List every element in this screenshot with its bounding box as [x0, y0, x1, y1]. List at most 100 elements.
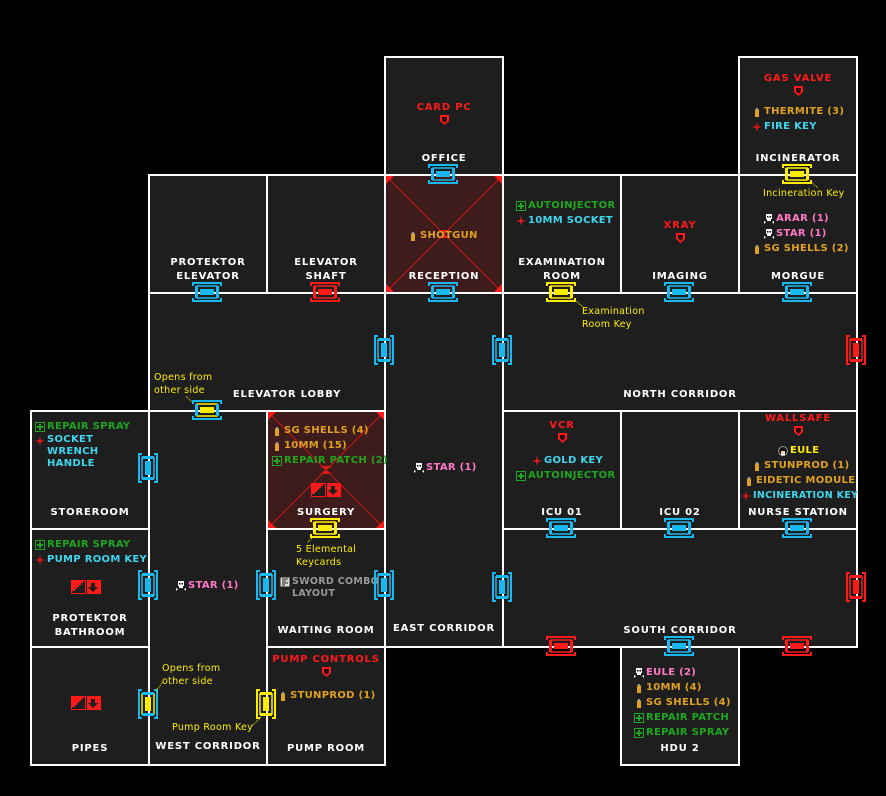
list-item[interactable]: REPAIR SPRAY	[634, 725, 731, 740]
list-item[interactable]: SHOTGUN	[408, 228, 478, 243]
door-morgue-north-corridor[interactable]	[782, 282, 812, 302]
door-south-corridor-bottom-left[interactable]	[546, 636, 576, 656]
health-icon	[35, 421, 45, 432]
door-icon	[492, 335, 512, 365]
room-icu-02[interactable]: ICU 02	[620, 410, 740, 530]
list-item[interactable]: ARAR (1)	[752, 211, 849, 226]
room-north-corridor[interactable]: NORTH CORRIDOR	[502, 292, 858, 412]
poi-gas-valve[interactable]: GAS VALVE	[740, 73, 856, 96]
list-item[interactable]: AUTOINJECTOR	[516, 198, 615, 213]
list-item[interactable]: REPAIR SPRAY	[35, 537, 147, 552]
poi-label: WALLSAFE	[764, 413, 832, 424]
door-east-corridor-south-corridor[interactable]	[492, 572, 512, 602]
door-south-corridor-hdu2[interactable]	[664, 636, 694, 656]
door-bathroom-west-corridor[interactable]	[138, 570, 158, 600]
list-item[interactable]: SG SHELLS (2)	[752, 241, 849, 256]
list-item[interactable]: 10MM (4)	[634, 680, 731, 695]
list-item[interactable]: GOLD KEY	[516, 453, 615, 468]
list-item[interactable]: SG SHELLS (4)	[634, 695, 731, 710]
list-item[interactable]: STAR (1)	[176, 578, 239, 593]
door-icu02-south-corridor[interactable]	[664, 518, 694, 538]
room-reception[interactable]: SHOTGUN RECEPTION	[384, 174, 504, 294]
room-pipes[interactable]: PIPES	[30, 646, 150, 766]
door-south-corridor-bottom-right[interactable]	[782, 636, 812, 656]
room-south-corridor[interactable]: SOUTH CORRIDOR	[502, 528, 858, 648]
door-protektor-elevator-lobby[interactable]	[192, 282, 222, 302]
list-item[interactable]: AUTOINJECTOR	[516, 468, 615, 483]
poi-xray[interactable]: XRAY	[622, 220, 738, 243]
door-reception-east-corridor[interactable]	[428, 282, 458, 302]
key-item-icon	[752, 121, 762, 132]
door-incinerator-morgue[interactable]	[782, 164, 812, 184]
poi-vcr[interactable]: VCR	[504, 420, 620, 443]
poi-card-pc[interactable]: CARD PC	[386, 102, 502, 125]
room-east-corridor[interactable]: STAR (1) EAST CORRIDOR	[384, 292, 504, 648]
door-examination-north-corridor[interactable]	[546, 282, 576, 302]
room-nurse-station[interactable]: WALLSAFE EULE STUNPROD (1) EIDETIC MODUL…	[738, 410, 858, 530]
list-item[interactable]: REPAIR PATCH	[634, 710, 731, 725]
stairs-down-icon[interactable]	[311, 483, 341, 497]
list-item[interactable]: 10MM (15)	[272, 438, 388, 453]
ammo-icon	[278, 691, 288, 701]
door-pipes-west-corridor[interactable]	[138, 689, 158, 719]
stairs-down-icon[interactable]	[71, 696, 101, 710]
door-north-corridor-exit[interactable]	[846, 335, 866, 365]
door-storeroom-west-corridor[interactable]	[138, 453, 158, 483]
list-item[interactable]: SG SHELLS (4)	[272, 423, 388, 438]
ammo-icon	[634, 698, 644, 708]
room-name: PUMP ROOM	[286, 743, 366, 754]
door-icu01-south-corridor[interactable]	[546, 518, 576, 538]
list-item[interactable]: INCINERATION KEY	[740, 488, 858, 503]
door-nurse-south-corridor[interactable]	[782, 518, 812, 538]
door-elevator-shaft-lobby[interactable]	[310, 282, 340, 302]
room-pump-room[interactable]: PUMP CONTROLS STUNPROD (1) PUMP ROOM	[266, 646, 386, 766]
room-icu-01[interactable]: VCR GOLD KEY AUTOINJECTOR ICU 01	[502, 410, 622, 530]
room-office[interactable]: CARD PC OFFICE	[384, 56, 504, 176]
list-item[interactable]: EULE (2)	[634, 665, 731, 680]
door-west-corridor-waiting-room[interactable]	[256, 570, 276, 600]
door-icon	[782, 518, 812, 538]
shield-icon	[675, 233, 685, 243]
room-storeroom[interactable]: REPAIR SPRAY SOCKET WRENCH HANDLE STORER…	[30, 410, 150, 530]
door-surgery-waiting-room[interactable]	[310, 518, 340, 538]
door-office-reception[interactable]	[428, 164, 458, 184]
list-item[interactable]: SOCKET WRENCH HANDLE	[35, 434, 130, 470]
list-item[interactable]: FIRE KEY	[752, 119, 844, 134]
list-item[interactable]: PUMP ROOM KEY	[35, 552, 147, 567]
door-waiting-room-east-corridor[interactable]	[374, 570, 394, 600]
poi-wallsafe[interactable]: WALLSAFE	[740, 413, 856, 436]
door-lobby-west-corridor[interactable]	[192, 400, 222, 420]
list-item[interactable]: EULE	[740, 443, 856, 458]
room-west-corridor[interactable]: STAR (1) WEST CORRIDOR	[148, 410, 268, 766]
list-item[interactable]: THERMITE (3)	[752, 104, 844, 119]
door-south-corridor-exit[interactable]	[846, 572, 866, 602]
list-item[interactable]: REPAIR PATCH (2)	[272, 453, 388, 468]
room-surgery[interactable]: SG SHELLS (4) 10MM (15) REPAIR PATCH (2)…	[266, 410, 388, 530]
room-imaging[interactable]: XRAY IMAGING	[620, 174, 740, 294]
list-item[interactable]: 10MM SOCKET	[516, 213, 615, 228]
note-pump-room-key: Pump Room Key	[172, 722, 254, 733]
list-item[interactable]: STUNPROD (1)	[740, 458, 856, 473]
door-east-corridor-north-corridor[interactable]	[492, 335, 512, 365]
room-elevator-lobby[interactable]: ELEVATOR LOBBY	[148, 292, 386, 412]
list-item[interactable]: STAR (1)	[414, 460, 477, 475]
shield-icon	[793, 86, 803, 96]
door-imaging-north-corridor[interactable]	[664, 282, 694, 302]
door-lobby-east-corridor[interactable]	[374, 335, 394, 365]
list-item[interactable]: STAR (1)	[752, 226, 849, 241]
door-west-corridor-pump-room[interactable]	[256, 689, 276, 719]
stairs-down-icon[interactable]	[71, 580, 101, 594]
list-item[interactable]: REPAIR SPRAY	[35, 419, 130, 434]
list-item[interactable]: EIDETIC MODULE	[740, 473, 856, 488]
poi-pump-controls[interactable]: PUMP CONTROLS	[268, 654, 384, 677]
room-incinerator[interactable]: GAS VALVE THERMITE (3) FIRE KEY INCINERA…	[738, 56, 858, 176]
list-item[interactable]: STUNPROD (1)	[278, 688, 376, 703]
door-icon	[192, 282, 222, 302]
room-hdu-2[interactable]: EULE (2) 10MM (4) SG SHELLS (4) REPAIR P…	[620, 646, 740, 766]
